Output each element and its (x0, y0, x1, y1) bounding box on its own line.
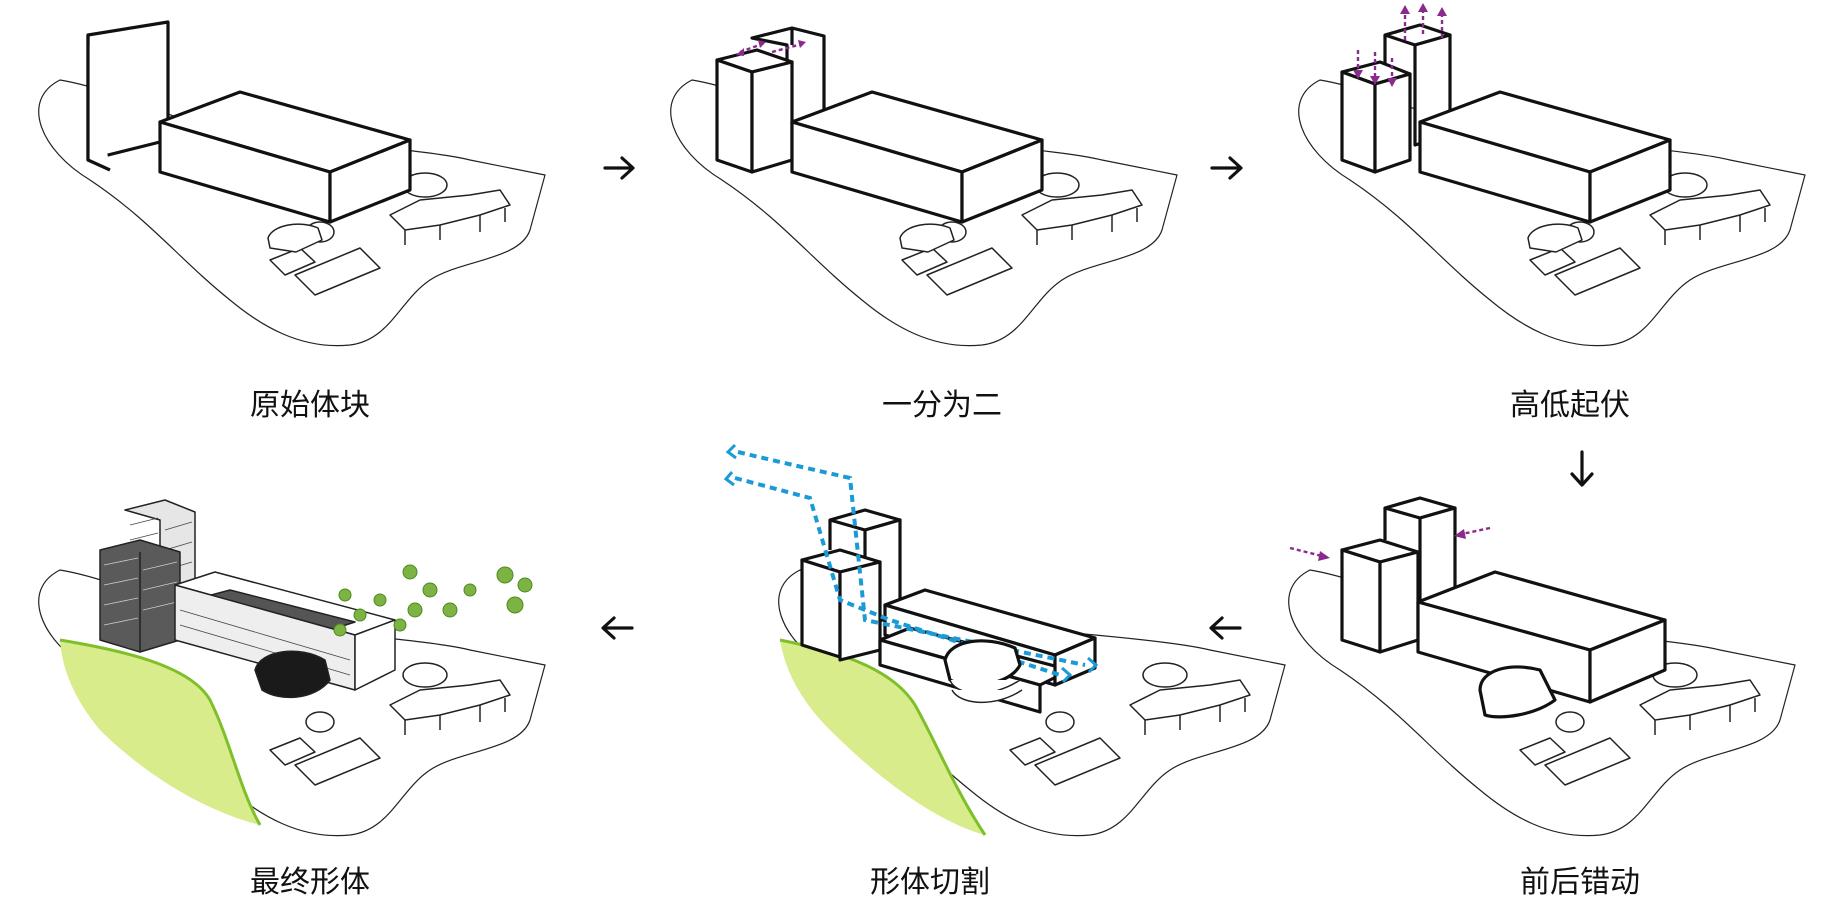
step-label-6: 最终形体 (250, 865, 370, 900)
tower-block-front (715, 48, 794, 174)
offset-arrows (1289, 526, 1491, 561)
trees (333, 564, 533, 637)
panel-split-in-two: 一分为二 (669, 26, 1178, 423)
panel-original-block: 原始体块 (37, 20, 546, 423)
podium-block (1416, 570, 1667, 704)
left-arrow-icon (601, 616, 634, 640)
split-arrows (736, 40, 806, 56)
dotted-pavilion (254, 650, 331, 699)
green-zone (60, 640, 260, 825)
tower-block-front (800, 548, 882, 662)
tower-final-front (99, 539, 181, 653)
podium-block (158, 90, 412, 224)
left-arrow-icon (1209, 616, 1242, 640)
step-label-1: 原始体块 (250, 388, 370, 423)
down-arrow-icon (1570, 450, 1594, 487)
step-label-2: 一分为二 (882, 388, 1002, 423)
right-arrow-icon (603, 156, 635, 180)
layered-pavilion (943, 639, 1022, 687)
panel-form-cutting: 形体切割 (723, 443, 1286, 900)
green-zone (780, 640, 985, 835)
tower-block-front (1340, 538, 1420, 654)
height-arrows (1353, 3, 1447, 87)
panel-height-variation: 高低起伏 (1297, 3, 1806, 423)
step-label-4: 前后错动 (1520, 865, 1640, 900)
step-label-3: 高低起伏 (1510, 388, 1630, 423)
step-label-5: 形体切割 (870, 865, 990, 900)
panel-front-back-offset: 前后错动 (1287, 496, 1796, 900)
panel-final-form: 最终形体 (37, 499, 546, 900)
podium-block (1418, 90, 1672, 224)
curved-pavilion (1478, 665, 1557, 719)
cut-lines (723, 443, 1099, 684)
small-pavilion (267, 223, 323, 253)
right-arrow-icon (1210, 156, 1243, 180)
podium-block (790, 90, 1044, 224)
tower-block (86, 20, 170, 172)
